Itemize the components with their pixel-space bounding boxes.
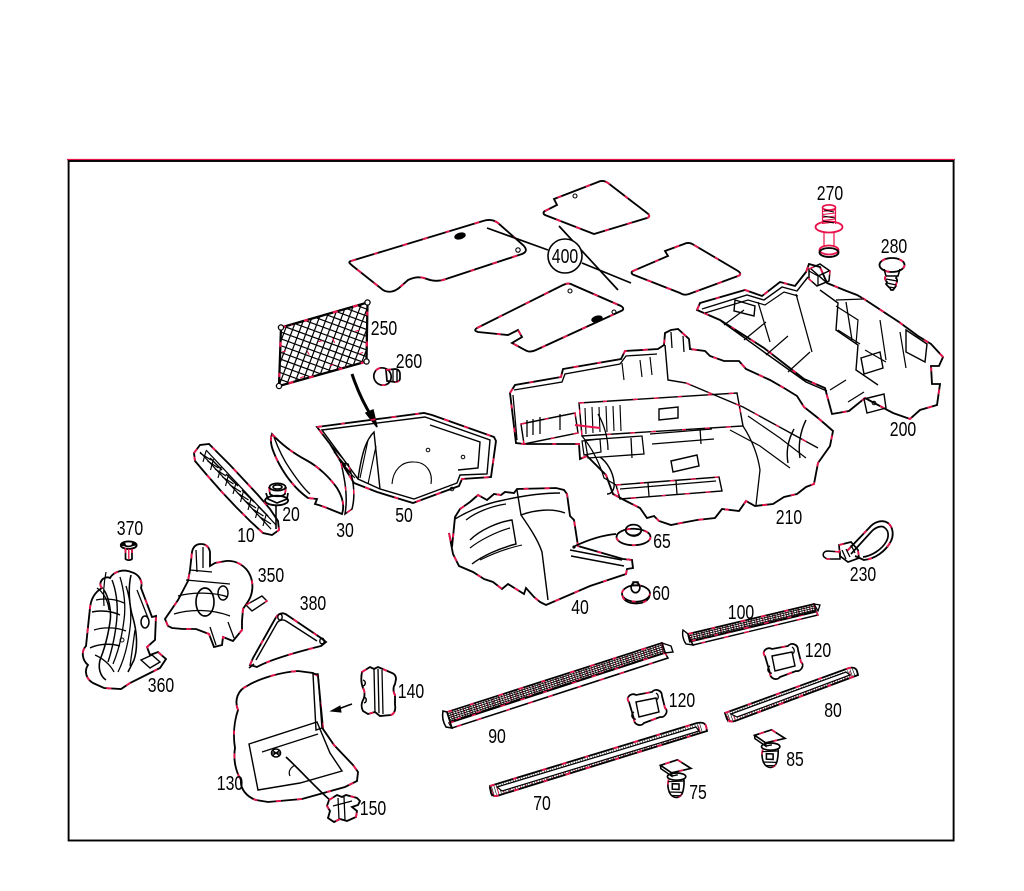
svg-text:75: 75 [689,782,707,804]
svg-text:50: 50 [395,505,413,527]
svg-text:370: 370 [117,518,143,540]
svg-text:250: 250 [371,318,397,340]
svg-text:270: 270 [817,183,843,205]
svg-text:65: 65 [653,531,671,553]
svg-text:230: 230 [850,564,876,586]
svg-text:140: 140 [398,681,424,703]
svg-text:210: 210 [776,507,802,529]
svg-text:150: 150 [360,798,386,820]
svg-text:120: 120 [805,640,831,662]
svg-text:70: 70 [533,793,551,815]
svg-text:80: 80 [824,700,842,722]
svg-text:350: 350 [258,565,284,587]
svg-text:260: 260 [396,351,422,373]
svg-text:280: 280 [881,236,907,258]
svg-text:360: 360 [148,675,174,697]
svg-text:20: 20 [282,504,300,526]
svg-text:100: 100 [728,602,754,624]
svg-text:400: 400 [552,246,578,268]
svg-text:10: 10 [237,525,255,547]
svg-text:90: 90 [488,726,506,748]
svg-text:200: 200 [890,419,916,441]
svg-text:40: 40 [571,597,589,619]
svg-text:60: 60 [652,583,670,605]
svg-text:30: 30 [336,520,354,542]
svg-text:85: 85 [786,749,804,771]
svg-text:380: 380 [300,593,326,615]
svg-text:130: 130 [217,773,243,795]
svg-text:120: 120 [669,690,695,712]
